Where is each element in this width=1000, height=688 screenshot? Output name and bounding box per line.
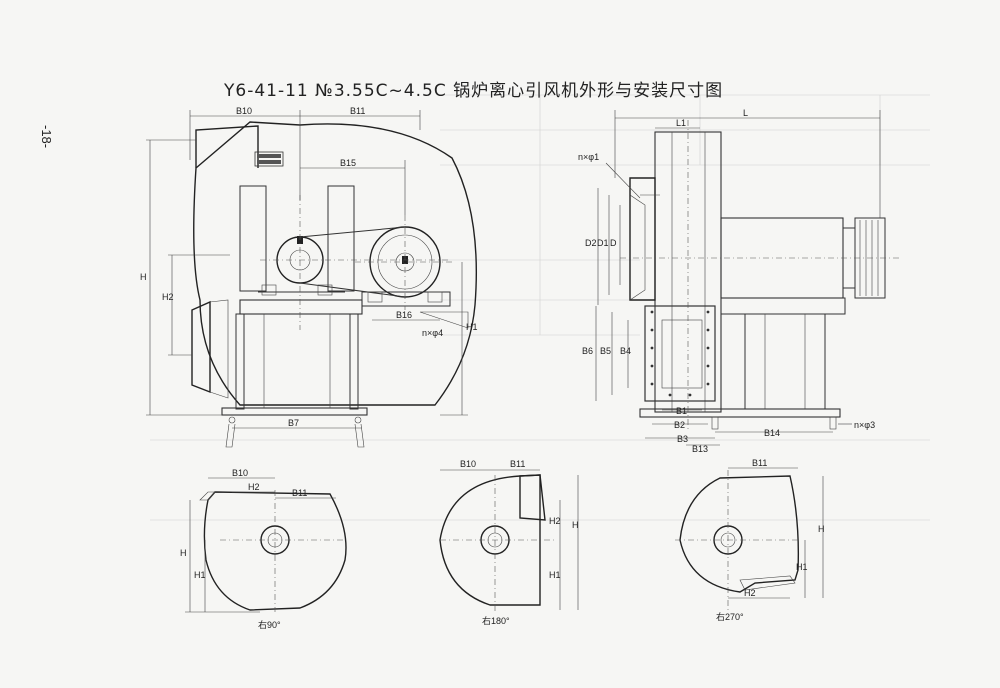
dim-b15: B15 [340,158,356,168]
dim-b6: B6 [582,346,593,356]
dim-b13: B13 [692,444,708,454]
dim-h1: H1 [466,322,478,332]
dim-d2: D2 [585,238,597,248]
v90-dim-b11: B11 [292,488,307,498]
v90-dim-h1: H1 [194,570,206,580]
show-through-table [150,94,930,521]
dim-d1: D1 [597,238,609,248]
v180-dim-h2: H2 [549,516,561,526]
v270-dim-h2: H2 [744,588,756,598]
dim-b10: B10 [236,106,252,116]
dim-n-phi1: n×φ1 [578,152,599,162]
side-view: L L1 n×φ1 D2 D1 D B4 B5 B6 B1 B2 B3 B13 … [578,108,900,454]
v180-dim-h: H [572,520,579,530]
v180-dim-b11: B11 [510,459,525,469]
dim-b1: B1 [676,406,687,416]
dim-b4: B4 [620,346,631,356]
v180-dim-b10: B10 [460,459,476,469]
drawing-title: Y6-41-11 №3.55C~4.5C 锅炉离心引风机外形与安装尺寸图 [223,81,723,101]
dim-b11: B11 [350,106,365,116]
dim-b3: B3 [677,434,688,444]
v270-dim-h: H [818,524,825,534]
view-right-180: B10 B11 H2 H H1 右180° [439,459,579,626]
dim-b14: B14 [764,428,780,438]
v90-dim-h: H [180,548,187,558]
dim-h2: H2 [162,292,174,302]
page-number: -18- [39,125,54,148]
dim-n-phi3: n×φ3 [854,420,875,430]
dim-b2: B2 [674,420,685,430]
v270-caption: 右270° [716,611,744,622]
v180-dim-h1: H1 [549,570,561,580]
dim-b7: B7 [288,418,299,428]
v90-dim-b10: B10 [232,468,248,478]
v90-caption: 右90° [258,619,281,630]
view-right-270: B11 H H1 H2 右270° [675,458,825,622]
view-right-90: B10 H2 B11 H H1 右90° [180,468,347,630]
v270-dim-h1: H1 [796,562,808,572]
dim-l1: L1 [676,118,686,128]
front-view: B10 B11 B15 H H2 B16 n×φ4 H1 B7 [140,106,478,448]
dim-h: H [140,272,147,282]
dim-b5: B5 [600,346,611,356]
dim-n-phi4: n×φ4 [422,328,443,338]
dim-b16: B16 [396,310,412,320]
v180-caption: 右180° [482,615,510,626]
v90-dim-h2: H2 [248,482,260,492]
v270-dim-b11: B11 [752,458,767,468]
dim-l: L [743,108,748,118]
dim-d: D [610,238,617,248]
